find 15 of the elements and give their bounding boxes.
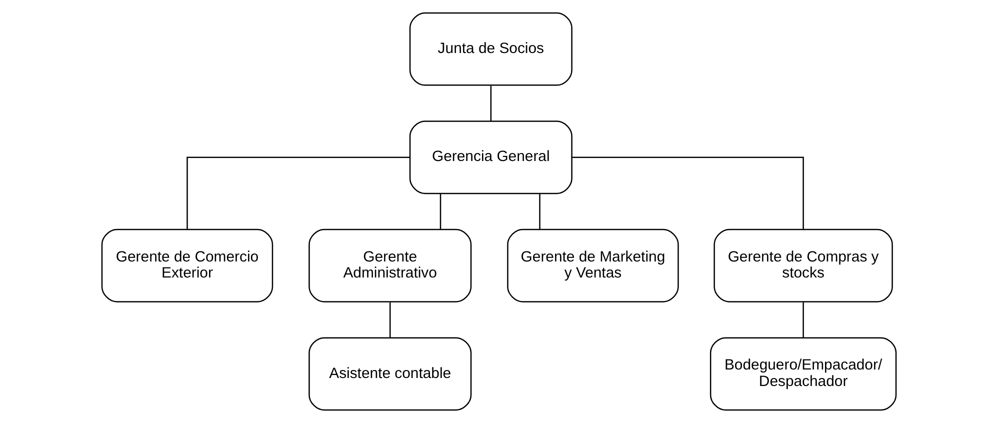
node-box: Gerente de Compras y stocks [713, 228, 892, 302]
node-box: Junta de Socios [408, 12, 572, 86]
connector [388, 302, 390, 338]
connector [439, 194, 441, 230]
node-box: Asistente contable [308, 337, 472, 411]
connector [538, 194, 540, 230]
node-box: Gerencia General [408, 120, 572, 194]
node-box: Bodeguero/Empacador/ Despachador [709, 337, 896, 411]
node-box: Gerente Administrativo [308, 228, 472, 302]
node-box: Gerente de Comercio Exterior [100, 228, 273, 302]
connector [490, 86, 492, 122]
node-box: Gerente de Marketing y Ventas [506, 228, 678, 302]
connector [572, 156, 804, 229]
connector [186, 156, 410, 229]
connector [802, 302, 804, 338]
